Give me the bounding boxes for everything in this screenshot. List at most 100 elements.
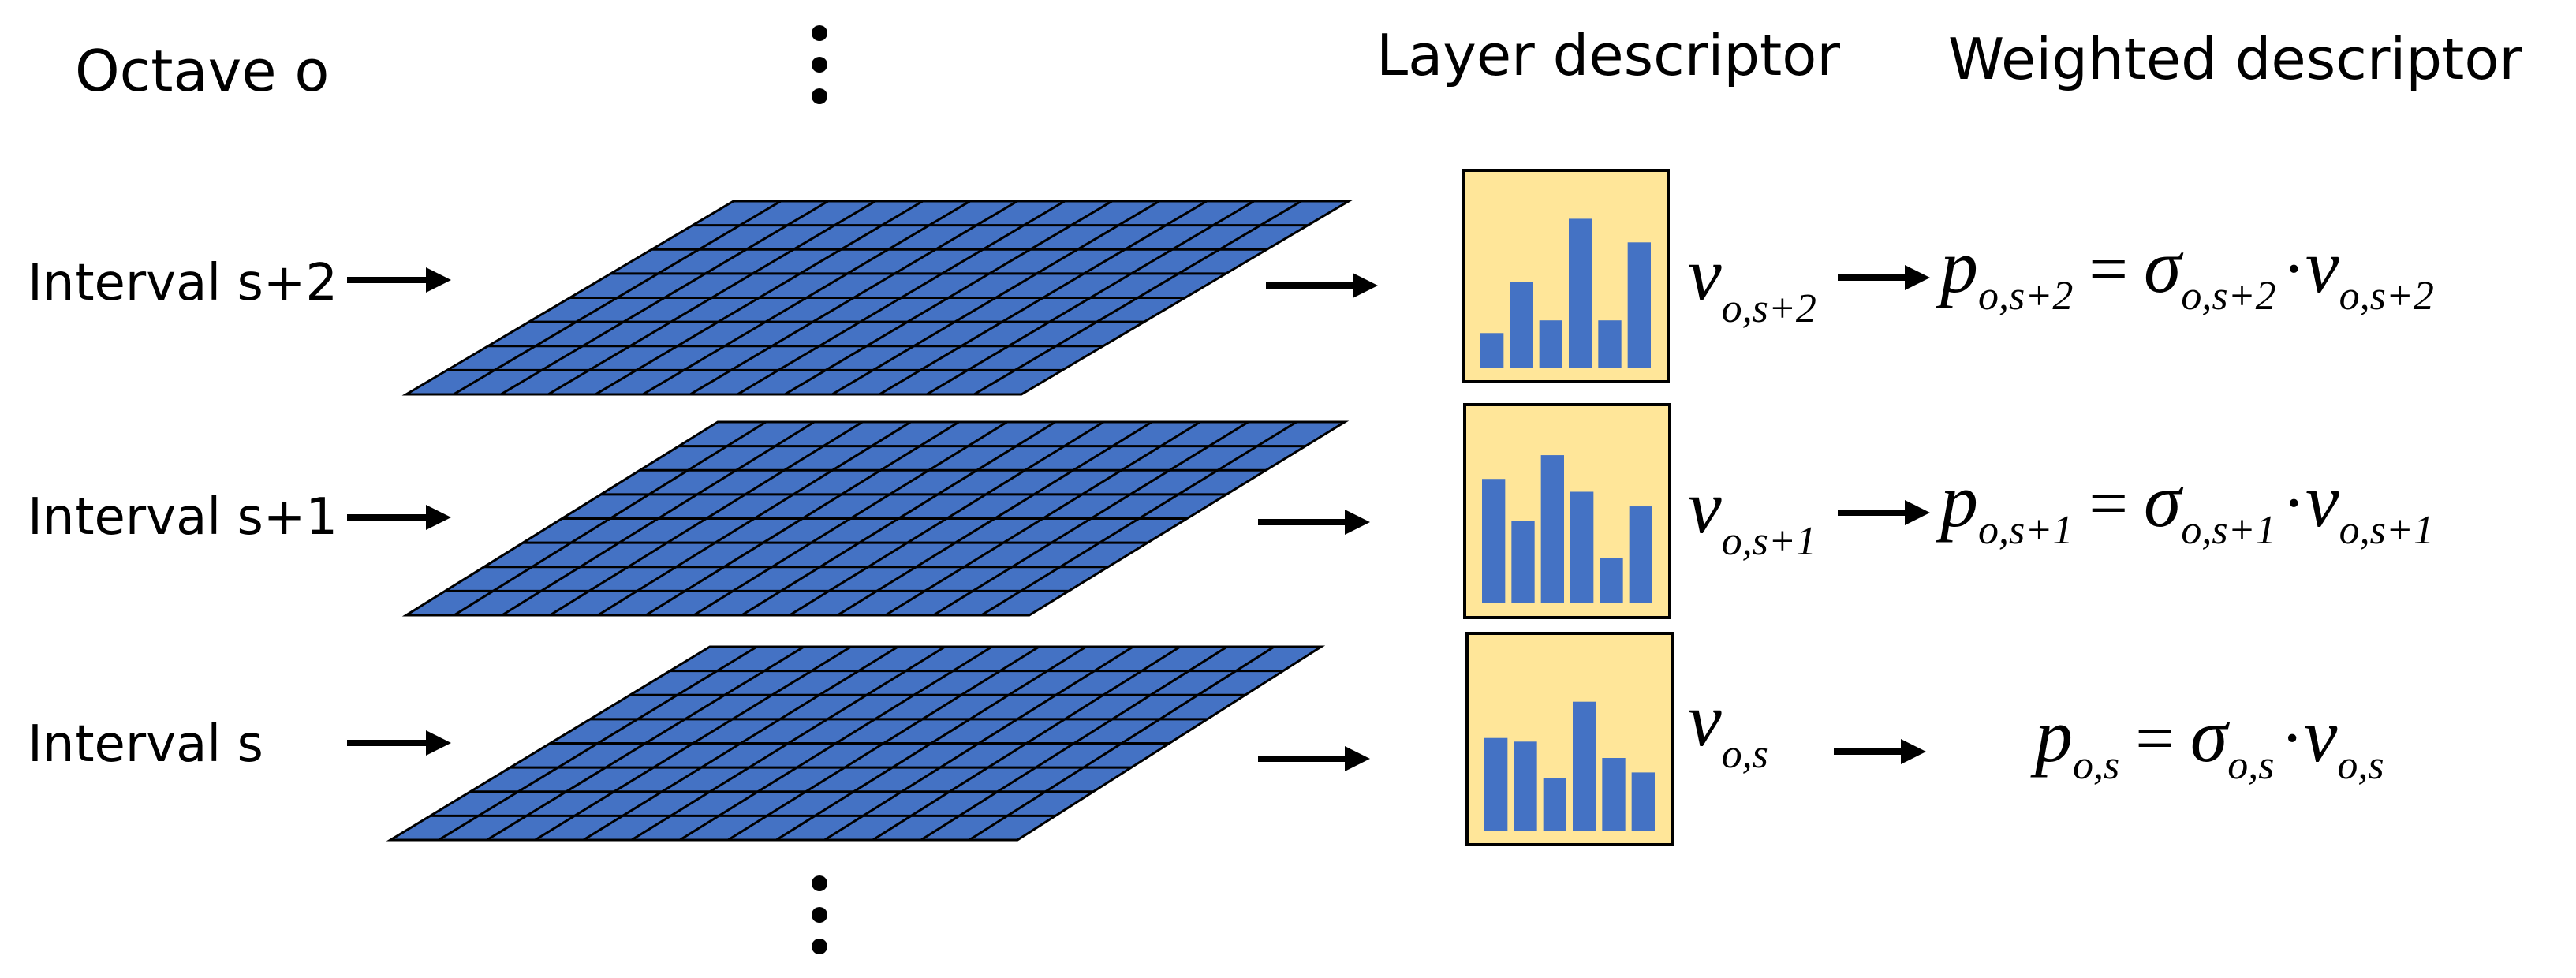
- grid-col-line: [547, 200, 876, 396]
- histogram-bar: [1570, 491, 1594, 603]
- grid-col-line: [453, 200, 782, 396]
- formula-var: v: [1688, 465, 1722, 549]
- histogram-bar: [1540, 455, 1564, 603]
- grid-col-line: [831, 200, 1160, 396]
- layer-descriptor-formula: vo,s+2: [1688, 232, 1816, 331]
- interval-label: Interval s: [28, 715, 263, 774]
- formula-var: v: [2305, 224, 2339, 308]
- formula-var: p: [1936, 224, 1978, 308]
- grid-plane-s-plus-1: [401, 420, 1350, 617]
- grid-col-line: [920, 645, 1228, 842]
- grid-col-line: [737, 200, 1066, 396]
- grid-col-line: [500, 200, 829, 396]
- layer-row-s-plus-2: Interval s+2 vo,s+2 po,s+2=σo,s+2·vo,s+2: [28, 169, 2434, 396]
- grid-col-line: [534, 645, 852, 842]
- grid-col-line: [837, 420, 1153, 617]
- formula-equals: =: [2089, 231, 2128, 308]
- vertical-ellipsis-top-icon: [812, 25, 827, 104]
- formula-var: v: [1688, 232, 1722, 316]
- grid-col-line: [789, 420, 1105, 617]
- histogram-bar: [1514, 741, 1537, 831]
- formula-dot: ·: [2283, 465, 2305, 542]
- formula-weight: σ: [2144, 224, 2184, 308]
- formula-subscript: o,s+1: [2339, 508, 2434, 553]
- formula-subscript: o,s+2: [1722, 286, 1816, 331]
- grid-col-line: [630, 645, 946, 842]
- formula-subscript: o,s+2: [2181, 274, 2275, 319]
- interval-label: Interval s+2: [28, 254, 338, 312]
- ellipsis-dot: [812, 907, 827, 923]
- grid-col-line: [689, 200, 1018, 396]
- histogram-bar: [1543, 778, 1566, 831]
- grid-col-line: [879, 200, 1208, 396]
- grid-col-line: [438, 645, 758, 842]
- interval-label: Interval s+1: [28, 488, 338, 547]
- grid-col-line: [823, 645, 1134, 842]
- formula-subscript: o,s+1: [2181, 508, 2275, 553]
- histogram-bar: [1598, 320, 1622, 368]
- histogram-bar: [1480, 333, 1504, 368]
- formula-var: v: [2305, 458, 2339, 543]
- formula-var: p: [1936, 458, 1978, 543]
- layer-row-s: Interval s vo,s po,s=σo,s·vo,s: [28, 632, 2384, 846]
- formula-subscript: o,s+1: [1978, 508, 2073, 553]
- grid-col-line: [741, 420, 1056, 617]
- formula-equals: =: [2089, 465, 2128, 542]
- formula-subscript: o,s: [2337, 743, 2384, 788]
- weighted-descriptor-title: Weighted descriptor: [1948, 26, 2522, 92]
- grid-col-line: [645, 420, 960, 617]
- grid-col-line: [973, 200, 1302, 396]
- grid-col-line: [872, 645, 1181, 842]
- histogram-bar: [1631, 772, 1655, 831]
- formula-weight: σ: [2190, 693, 2231, 778]
- ellipsis-dot: [812, 88, 827, 104]
- histogram-bar: [1602, 758, 1626, 831]
- histogram-bar: [1539, 320, 1562, 368]
- histogram-bar: [1511, 521, 1535, 603]
- histogram-icon: [1462, 169, 1670, 383]
- formula-subscript: o,s: [1722, 732, 1768, 777]
- layer-descriptor-title: Layer descriptor: [1376, 22, 1840, 88]
- grid-col-line: [932, 420, 1249, 617]
- ellipsis-dot: [812, 57, 827, 73]
- grid-plane-s-plus-2: [401, 200, 1353, 396]
- formula-var: v: [2304, 693, 2338, 778]
- histogram-bar: [1629, 506, 1652, 603]
- grid-plane-s: [386, 645, 1326, 842]
- histogram-bar: [1573, 701, 1596, 831]
- histogram-bar: [1482, 479, 1506, 603]
- grid-col-line: [693, 420, 1008, 617]
- grid-col-line: [969, 645, 1275, 842]
- formula-subscript: o,s+2: [1978, 274, 2073, 319]
- layer-descriptor-formula: vo,s+1: [1688, 465, 1816, 564]
- formula-subscript: o,s: [2073, 743, 2119, 788]
- grid-col-line: [727, 645, 1040, 842]
- ellipsis-dot: [812, 25, 827, 41]
- formula-var: v: [1688, 678, 1722, 762]
- grid-col-line: [679, 645, 993, 842]
- grid-col-line: [549, 420, 864, 617]
- weighted-descriptor-formula: po,s=σo,s·vo,s: [2030, 693, 2384, 788]
- weighted-descriptor-formula: po,s+2=σo,s+2·vo,s+2: [1936, 224, 2434, 319]
- weighted-descriptor-formula: po,s+1=σo,s+1·vo,s+1: [1936, 458, 2434, 553]
- octave-label: Octave o: [75, 38, 329, 104]
- histogram-bar: [1484, 737, 1508, 831]
- grid-col-line: [453, 420, 767, 617]
- histogram-bar: [1627, 242, 1651, 368]
- formula-subscript: o,s+1: [1722, 519, 1816, 564]
- ellipsis-dot: [812, 939, 827, 954]
- layer-row-s-plus-1: Interval s+1 vo,s+1 po,s+1=σo,s+1·vo,s+1: [28, 403, 2434, 619]
- histogram-icon: [1463, 403, 1671, 619]
- formula-equals: =: [2135, 700, 2175, 777]
- histogram-bar: [1569, 218, 1592, 368]
- formula-subscript: o,s: [2227, 743, 2274, 788]
- grid-col-line: [501, 420, 816, 617]
- histogram-bar: [1600, 558, 1623, 603]
- grid-col-line: [595, 200, 924, 396]
- formula-dot: ·: [2280, 700, 2303, 777]
- histogram-icon: [1465, 632, 1674, 846]
- vertical-ellipsis-bottom-icon: [812, 875, 827, 954]
- formula-dot: ·: [2283, 231, 2305, 308]
- formula-weight: σ: [2144, 458, 2184, 543]
- grid-col-line: [775, 645, 1087, 842]
